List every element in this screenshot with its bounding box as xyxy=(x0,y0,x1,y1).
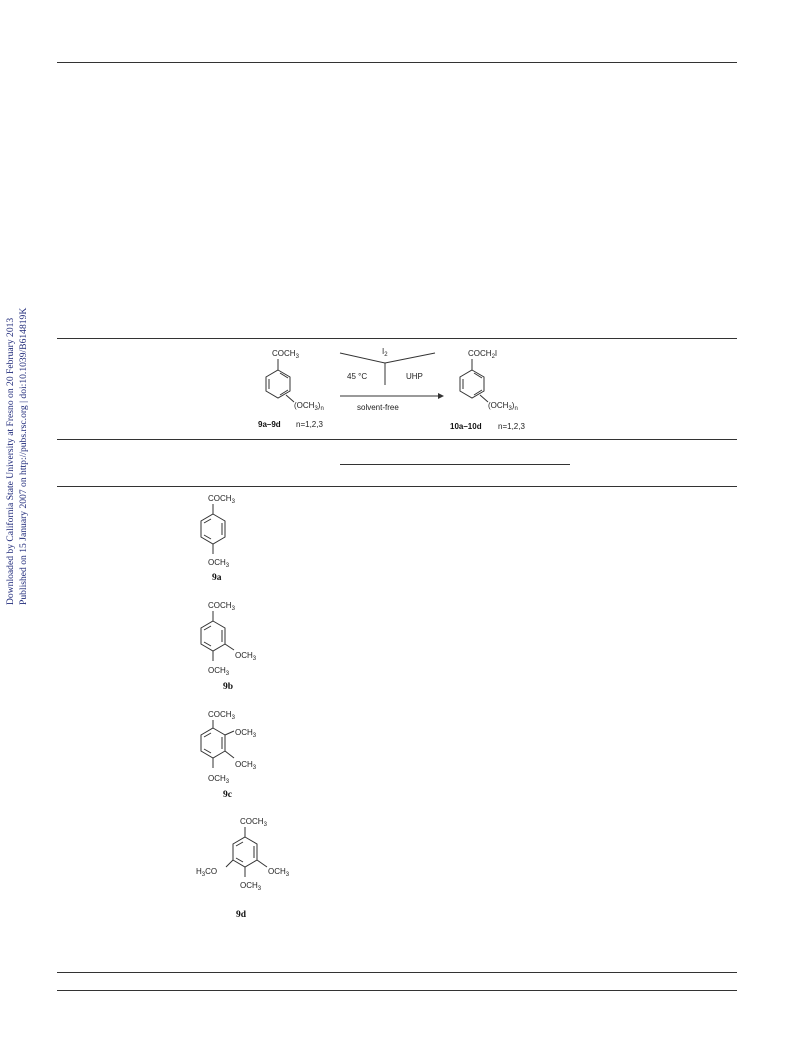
download-notice-line1: Downloaded by California State Universit… xyxy=(5,318,16,605)
column-spanner-rule xyxy=(340,464,570,465)
download-notice-line2: Published on 15 January 2007 on http://p… xyxy=(18,308,29,605)
compound-9a: COCH3 OCH3 9a xyxy=(200,494,236,583)
svg-text:OCH3: OCH3 xyxy=(208,666,230,677)
compound-9d: COCH3 OCH3 H3CO OCH3 9d xyxy=(196,817,290,920)
svg-text:(OCH3)n: (OCH3)n xyxy=(294,401,324,412)
oxidant: UHP xyxy=(406,372,423,381)
reactant-label: 9a–9d xyxy=(258,420,281,429)
svg-text:OCH3: OCH3 xyxy=(235,651,257,662)
svg-text:H3CO: H3CO xyxy=(196,867,217,878)
table-top-rule xyxy=(57,338,737,339)
reaction-conditions: I2 45 °C UHP solvent-free xyxy=(339,347,444,412)
svg-text:COCH3: COCH3 xyxy=(208,494,236,505)
compound-9c: COCH3 OCH3 OCH3 OCH3 9c xyxy=(200,710,257,800)
product-n: n=1,2,3 xyxy=(498,422,525,431)
conditions: solvent-free xyxy=(357,403,399,412)
compound-label-9a: 9a xyxy=(212,573,222,583)
product-label: 10a–10d xyxy=(450,422,482,431)
svg-text:(OCH3)n: (OCH3)n xyxy=(488,401,518,412)
svg-text:OCH3: OCH3 xyxy=(268,867,290,878)
download-notice: Downloaded by California State Universit… xyxy=(2,272,32,607)
svg-text:OCH3: OCH3 xyxy=(235,760,257,771)
reaction-scheme: COCH3 (OCH3)n 9a–9d n=1,2,3 I2 45 °C UHP… xyxy=(258,347,525,431)
svg-text:COCH3: COCH3 xyxy=(272,349,300,360)
compound-label-9b: 9b xyxy=(223,682,233,692)
temperature: 45 °C xyxy=(347,372,367,381)
svg-text:OCH3: OCH3 xyxy=(240,881,262,892)
table-bottom-rule xyxy=(57,972,737,973)
compound-label-9c: 9c xyxy=(223,790,232,800)
svg-text:COCH3: COCH3 xyxy=(208,601,236,612)
compound-label-9d: 9d xyxy=(236,910,247,920)
svg-text:I2: I2 xyxy=(382,347,388,358)
svg-text:OCH3: OCH3 xyxy=(208,774,230,785)
compound-9b: COCH3 OCH3 OCH3 9b xyxy=(200,601,257,692)
reactant-structure: COCH3 (OCH3)n 9a–9d n=1,2,3 xyxy=(258,349,324,429)
header-bottom-rule xyxy=(57,486,737,487)
svg-text:OCH3: OCH3 xyxy=(208,558,230,569)
svg-text:COCH3: COCH3 xyxy=(240,817,268,828)
top-rule xyxy=(57,62,737,63)
svg-text:COCH2I: COCH2I xyxy=(468,349,497,360)
svg-text:COCH3: COCH3 xyxy=(208,710,236,721)
scheme-bottom-rule xyxy=(57,439,737,440)
svg-text:OCH3: OCH3 xyxy=(235,728,257,739)
product-structure: COCH2I (OCH3)n 10a–10d n=1,2,3 xyxy=(450,349,525,431)
footer-rule xyxy=(57,990,737,991)
reactant-n: n=1,2,3 xyxy=(296,420,323,429)
